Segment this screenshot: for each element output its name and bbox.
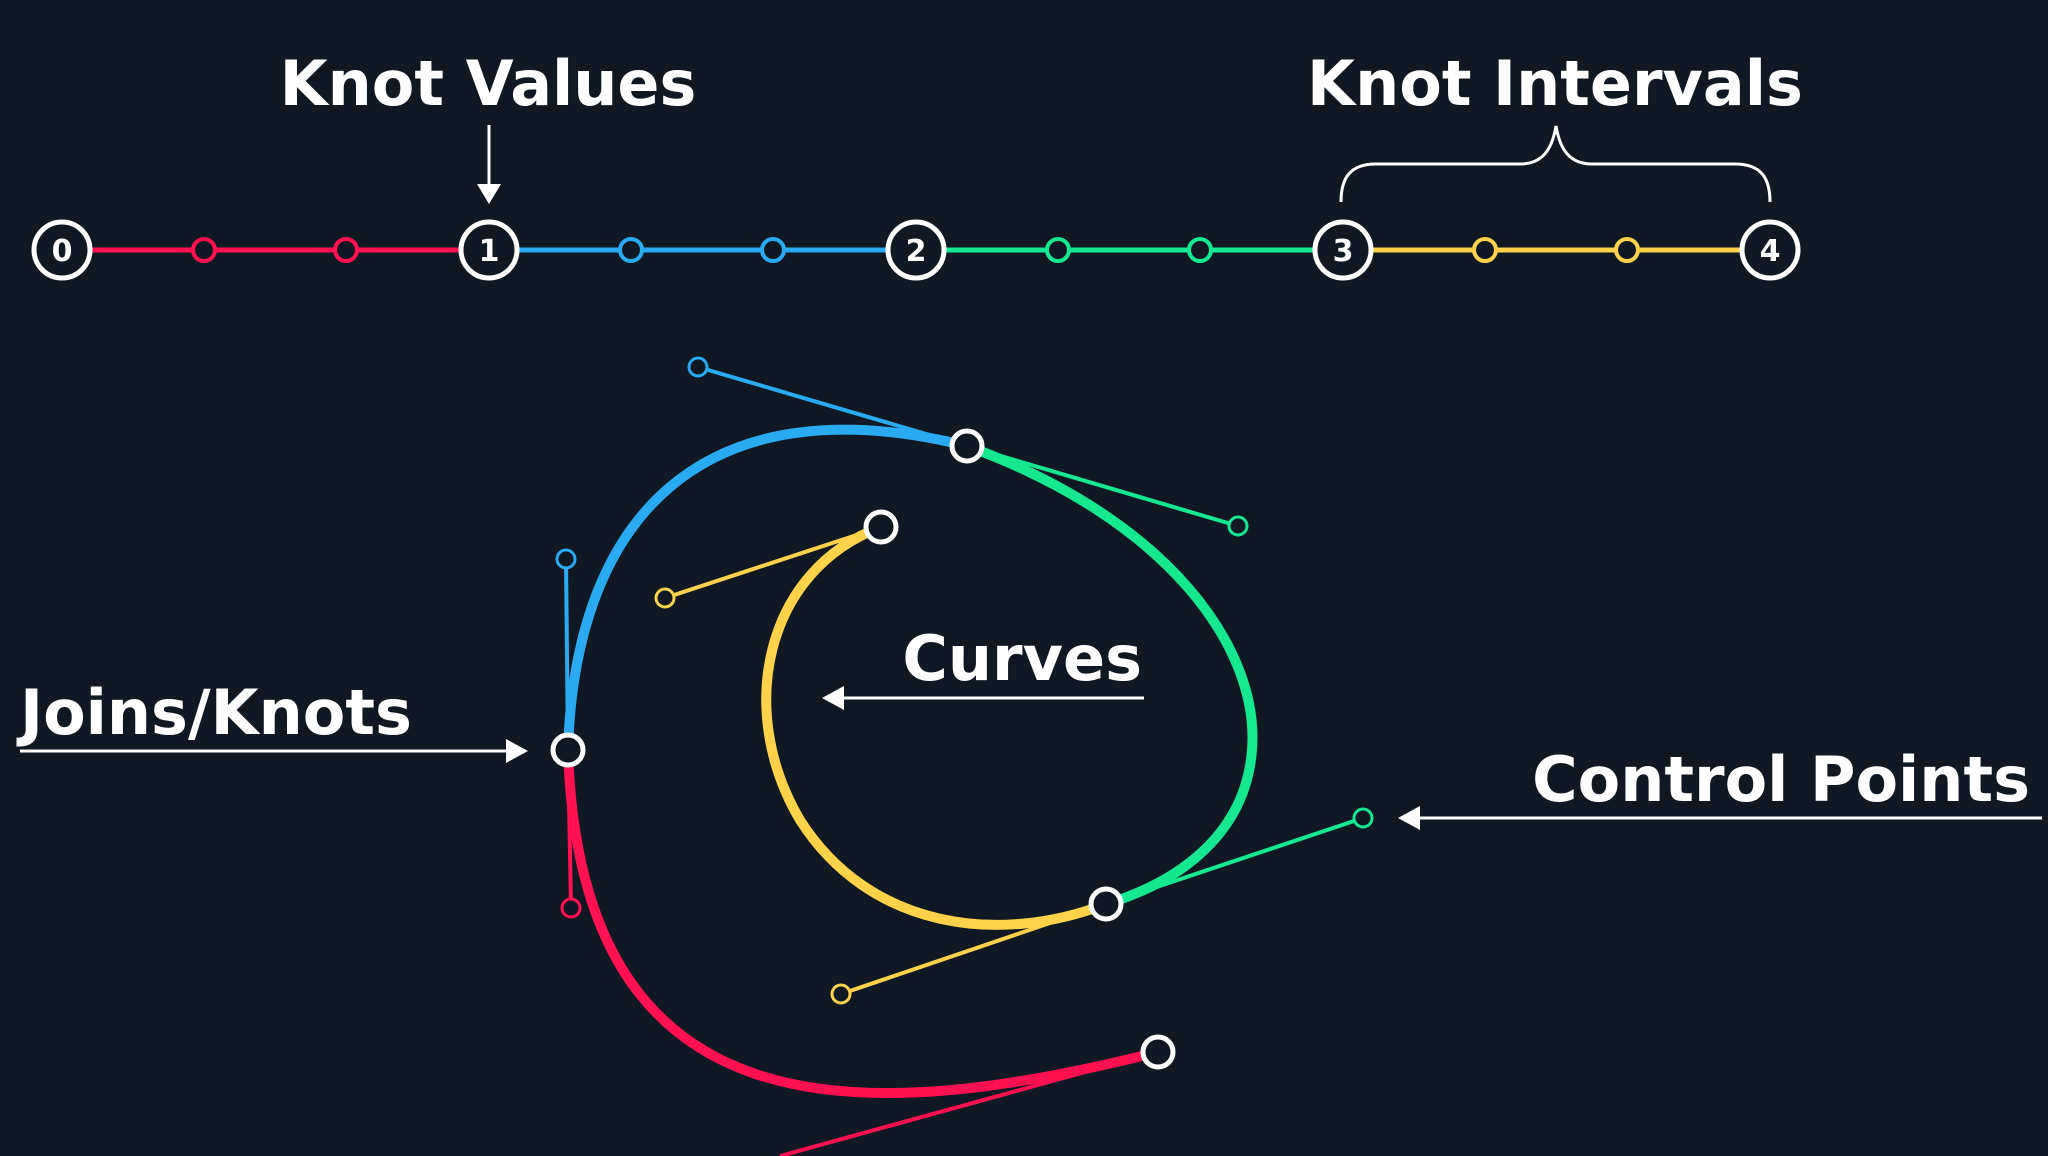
knot-marker-4: 4 bbox=[1739, 219, 1801, 281]
knot-intervals-brace bbox=[1339, 125, 1772, 203]
knot-value-1: 1 bbox=[479, 234, 500, 269]
curve-segment-blue bbox=[563, 424, 972, 755]
tick-marker bbox=[191, 237, 217, 263]
curves-arrow bbox=[822, 686, 1144, 710]
join-knot bbox=[550, 732, 586, 768]
knot-marker-3: 3 bbox=[1312, 219, 1374, 281]
control-points-label: Control Points bbox=[1532, 743, 2030, 816]
control-point bbox=[654, 587, 676, 609]
tick-marker bbox=[1045, 237, 1071, 263]
tick-marker bbox=[1614, 237, 1640, 263]
joins-knots-label: Joins/Knots bbox=[16, 676, 412, 749]
curves-label: Curves bbox=[902, 622, 1142, 695]
handle-line bbox=[664, 525, 882, 600]
join-knot bbox=[949, 428, 985, 464]
tick-marker bbox=[1187, 237, 1213, 263]
knot-value-0: 0 bbox=[52, 234, 73, 269]
curve-segment-green bbox=[962, 441, 1258, 909]
control-point bbox=[830, 983, 852, 1005]
curve-segment-yellow bbox=[761, 522, 1111, 930]
knot-marker-2: 2 bbox=[885, 219, 947, 281]
spline-curves bbox=[550, 356, 1374, 1156]
knot-value-4: 4 bbox=[1760, 234, 1781, 269]
tick-marker bbox=[618, 237, 644, 263]
knot-marker-1: 1 bbox=[458, 219, 520, 281]
control-points-arrow bbox=[1398, 806, 2042, 830]
control-point bbox=[1352, 807, 1374, 829]
control-point bbox=[1227, 515, 1249, 537]
tick-marker bbox=[760, 237, 786, 263]
control-point bbox=[555, 548, 577, 570]
tick-marker bbox=[1472, 237, 1498, 263]
knot-value-2: 2 bbox=[906, 234, 927, 269]
knot-line: 0 1 2 3 4 bbox=[31, 219, 1801, 281]
joins-knots-arrow bbox=[20, 739, 528, 763]
control-point bbox=[687, 356, 709, 378]
knot-value-3: 3 bbox=[1333, 234, 1354, 269]
knot-values-arrow bbox=[477, 125, 501, 204]
curve-segment-red bbox=[563, 745, 1163, 1099]
join-knot bbox=[863, 509, 899, 545]
knot-values-label: Knot Values bbox=[280, 47, 697, 120]
control-point bbox=[560, 897, 582, 919]
knot-intervals-label: Knot Intervals bbox=[1307, 47, 1803, 120]
tick-marker bbox=[333, 237, 359, 263]
join-knot bbox=[1088, 886, 1124, 922]
join-knot bbox=[1140, 1034, 1176, 1070]
knot-marker-0: 0 bbox=[31, 219, 93, 281]
